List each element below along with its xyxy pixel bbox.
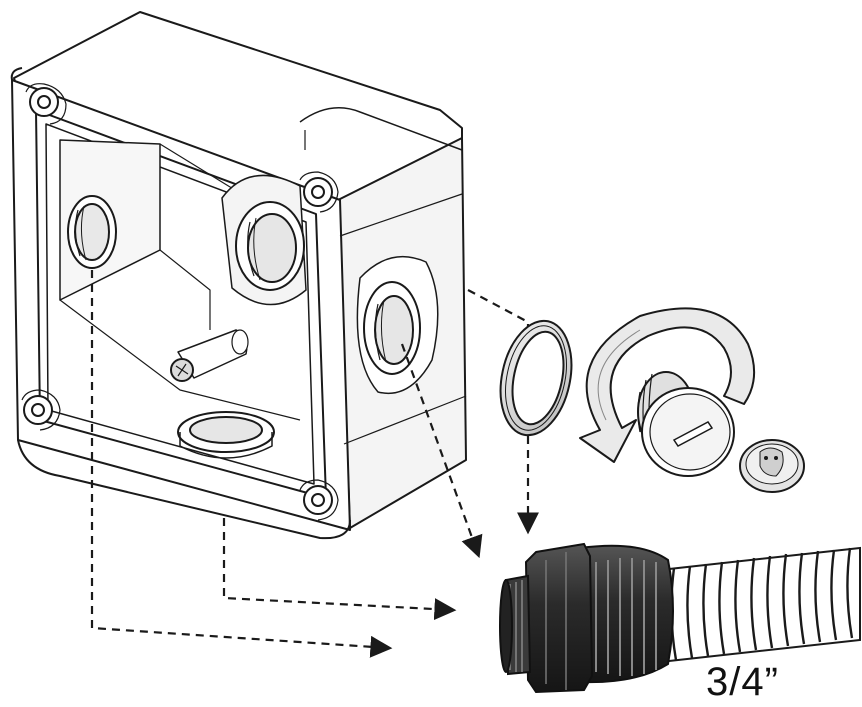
assembly-leaders — [90, 270, 539, 658]
flexible-conduit-icon — [659, 546, 861, 663]
conduit-size-label: 3/4” — [706, 660, 779, 704]
seal-ring-icon — [499, 319, 573, 437]
leader-left-entry — [90, 270, 393, 658]
junction-box-icon — [10, 11, 467, 540]
conduit-fitting-icon — [499, 542, 674, 694]
rotation-arrow-icon — [579, 307, 756, 463]
blanking-plug-icon — [637, 371, 735, 477]
leader-bottom-entry — [222, 518, 457, 621]
leader-side-entry — [400, 343, 483, 559]
coin-icon — [739, 439, 805, 493]
